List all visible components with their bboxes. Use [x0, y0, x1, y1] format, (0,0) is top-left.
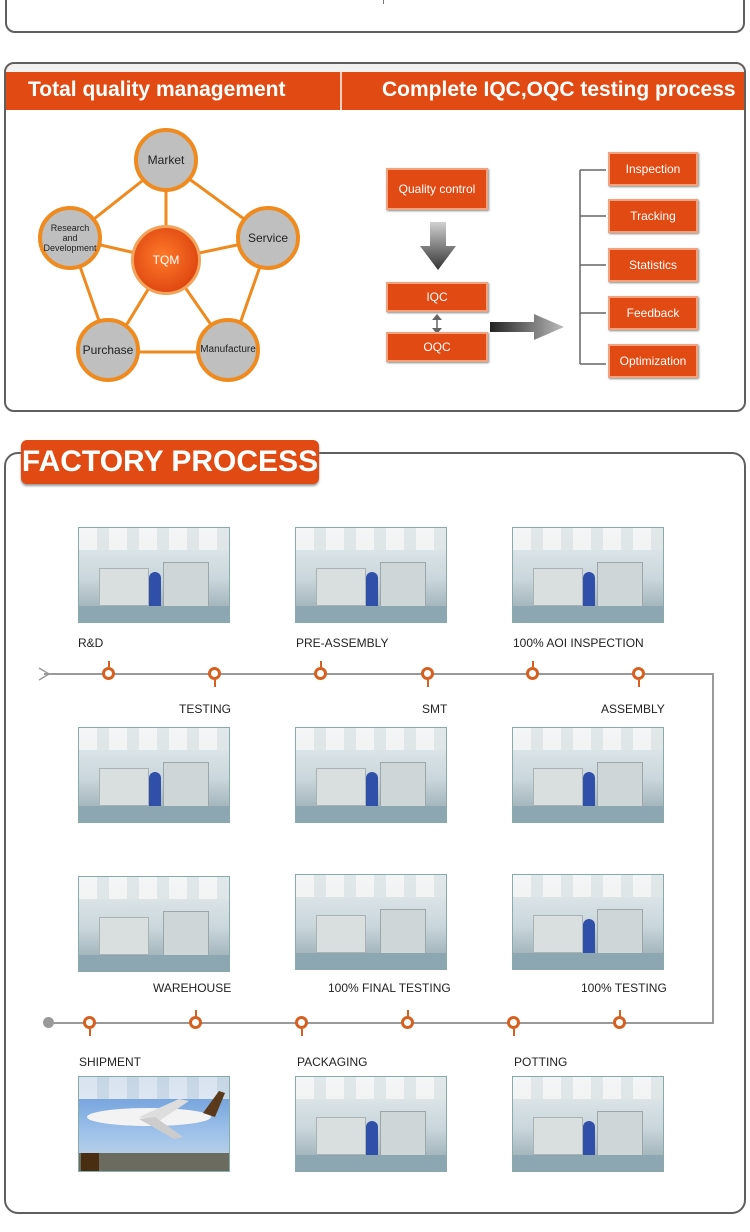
timeline-marker-potting [507, 1016, 520, 1029]
photo-shipment [78, 1076, 230, 1172]
photo-assembly [512, 727, 664, 823]
timeline-top [44, 673, 714, 675]
testing-process-title: Complete IQC,OQC testing process [382, 78, 736, 101]
tqm-node-market: Market [134, 128, 198, 192]
banner-divider [340, 72, 342, 110]
tracking-box: Tracking [608, 199, 698, 233]
photo-rd [78, 527, 230, 623]
timeline-marker-aoi [526, 667, 539, 680]
timeline-marker-pre-assembly [314, 667, 327, 680]
statistics-box: Statistics [608, 248, 698, 282]
quality-section: Total quality management Complete IQC,OQ… [4, 62, 746, 412]
photo-smt [295, 727, 447, 823]
photo-packaging [295, 1076, 447, 1172]
iqc-box: IQC [386, 282, 488, 312]
photo-warehouse [78, 876, 230, 972]
photo-testing-100 [512, 874, 664, 970]
tqm-node-service: Service [236, 206, 300, 270]
timeline-marker-smt [421, 667, 434, 680]
timeline-connector [712, 673, 714, 1023]
timeline-bottom [48, 1022, 714, 1024]
right-arrow-icon [490, 314, 564, 340]
step-label-warehouse: WAREHOUSE [153, 981, 232, 995]
step-label-smt: SMT [422, 702, 448, 716]
photo-final-testing [295, 874, 447, 970]
tqm-center: TQM [131, 225, 201, 295]
step-label-potting: POTTING [514, 1055, 568, 1069]
tqm-node-manufacture: Manufacture [196, 318, 260, 382]
quality-control-box: Quality control [386, 168, 488, 210]
step-label-testing: TESTING [179, 702, 232, 716]
photo-pre-assembly [295, 527, 447, 623]
tqm-node-research: Research and Development [38, 206, 102, 270]
step-label-rd: R&D [78, 636, 104, 650]
tqm-diagram: Market Service Manufacture Purchase Rese… [30, 124, 320, 394]
timeline-marker-assembly [632, 667, 645, 680]
output-bracket [579, 169, 606, 365]
step-label-packaging: PACKAGING [297, 1055, 368, 1069]
timeline-marker-warehouse [189, 1016, 202, 1029]
photo-aoi-inspection [512, 527, 664, 623]
quality-banner: Total quality management Complete IQC,OQ… [6, 64, 744, 110]
step-label-aoi: 100% AOI INSPECTION [513, 636, 644, 650]
photo-testing [78, 727, 230, 823]
previous-section-frame [5, 0, 745, 33]
step-label-shipment: SHIPMENT [79, 1055, 142, 1069]
oqc-box: OQC [386, 332, 488, 362]
inspection-box: Inspection [608, 152, 698, 186]
timeline-marker-testing-100 [613, 1016, 626, 1029]
double-arrow-icon [432, 314, 442, 334]
timeline-marker-testing [208, 667, 221, 680]
photo-potting [512, 1076, 664, 1172]
step-label-pre-assembly: PRE-ASSEMBLY [296, 636, 389, 650]
step-label-assembly: ASSEMBLY [601, 702, 665, 716]
divider-tick [383, 0, 384, 4]
airplane-icon [79, 1091, 229, 1171]
tqm-node-purchase: Purchase [76, 318, 140, 382]
feedback-box: Feedback [608, 296, 698, 330]
timeline-marker-shipment [83, 1016, 96, 1029]
optimization-box: Optimization [608, 344, 698, 378]
timeline-marker-rd [102, 667, 115, 680]
step-label-final-testing: 100% FINAL TESTING [328, 981, 451, 995]
step-label-testing-100: 100% TESTING [581, 981, 667, 995]
total-quality-title: Total quality management [28, 78, 286, 101]
timeline-marker-packaging [295, 1016, 308, 1029]
timeline-marker-final-testing [401, 1016, 414, 1029]
factory-title: FACTORY PROCESS [21, 440, 319, 484]
down-arrow-icon [420, 222, 456, 270]
timeline-end-dot [43, 1017, 54, 1028]
